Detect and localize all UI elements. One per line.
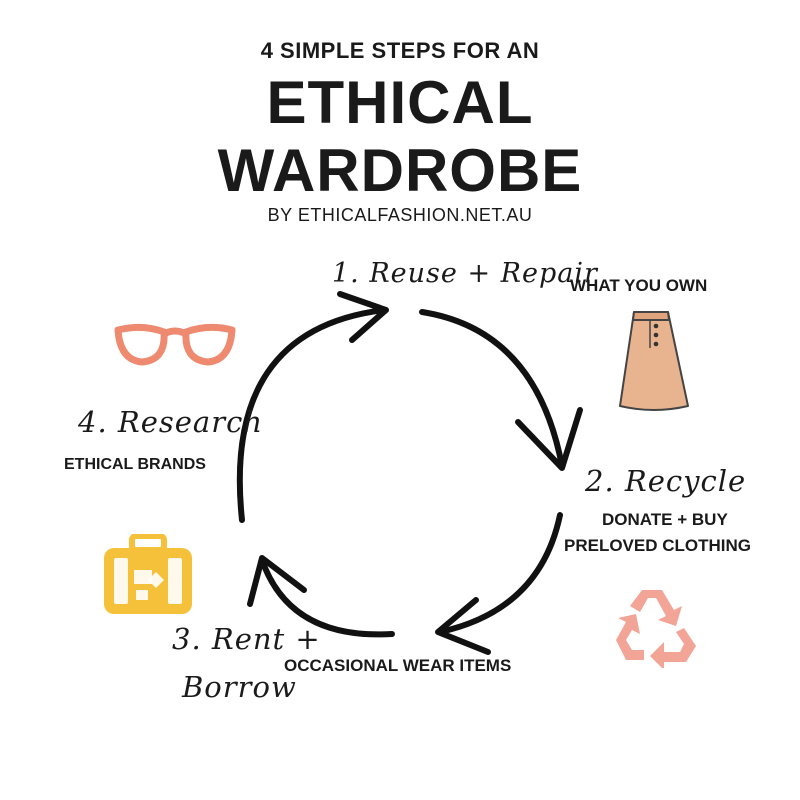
step-4-title: 4. Research (78, 405, 263, 439)
suitcase-icon (104, 534, 192, 614)
header-byline: BY ETHICALFASHION.NET.AU (267, 205, 533, 225)
cycle-arrow-1-to-2 (419, 309, 565, 469)
step-2-subtitle-line1: DONATE + BUY (602, 510, 728, 529)
header-pretitle: 4 SIMPLE STEPS FOR AN (260, 38, 540, 63)
header-title-line1: ETHICAL (266, 69, 534, 136)
arrowhead-4-to-1 (337, 291, 389, 343)
step-2-title: 2. Recycle (585, 464, 747, 498)
step-1-subtitle: WHAT YOU OWN (570, 276, 708, 295)
arrowhead-2-to-3 (435, 597, 491, 655)
glasses-icon (114, 323, 236, 366)
skirt-icon (619, 311, 689, 411)
cycle-arrow-4-to-1 (236, 307, 387, 523)
step-1-title: 1. Reuse + Repair (332, 258, 598, 289)
step-3-title-line1: 3. Rent + (172, 622, 321, 656)
arrowhead-1-to-2 (515, 407, 583, 471)
step-3-subtitle: OCCASIONAL WEAR ITEMS (284, 656, 512, 675)
header-title-line2: WARDROBE (217, 137, 583, 204)
step-4-subtitle: ETHICAL BRANDS (64, 456, 206, 473)
cycle-arrow-2-to-3 (437, 512, 563, 635)
step-2-subtitle-line2: PRELOVED CLOTHING (564, 536, 752, 555)
cycle-arrow-3-to-4 (259, 557, 395, 638)
step-3-title-line2: Borrow (182, 670, 297, 704)
recycle-icon (616, 590, 696, 668)
arrowhead-3-to-4 (247, 555, 307, 607)
